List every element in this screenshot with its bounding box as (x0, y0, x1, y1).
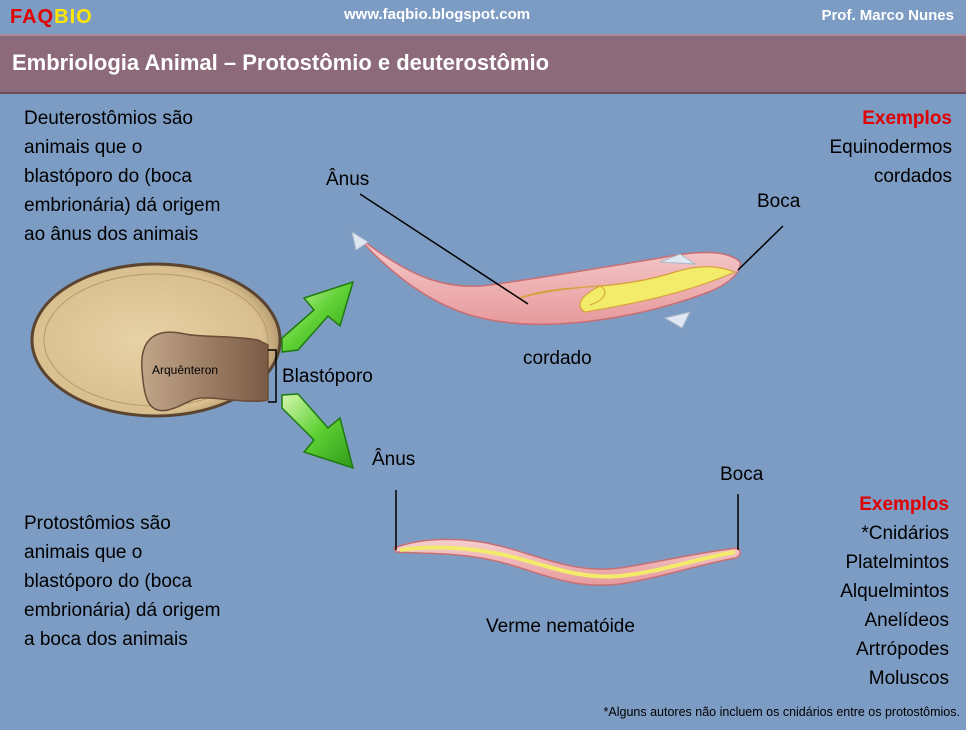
nematode-anus-label: Ânus (372, 449, 416, 470)
archenteron-label: Arquênteron (152, 363, 219, 377)
chordate-anus-label: Ânus (326, 169, 370, 190)
protostome-line: a boca dos animais (24, 629, 188, 650)
protostome-description: Protostômios são animais que o blastópor… (24, 509, 220, 654)
deuterostome-description: Deuterostômios são animais que o blastóp… (24, 104, 220, 249)
page-title: Embriologia Animal – Protostômio e deute… (12, 50, 550, 75)
chordate-drawing (351, 230, 741, 329)
deuterostome-line: Deuterostômios são (24, 108, 193, 129)
deuterostome-line: blastóporo do (boca (24, 166, 192, 187)
chordate-anus-pointer (359, 193, 529, 305)
deuterostome-line: animais que o (24, 137, 143, 158)
deuterostome-line: embrionária) dá origem (24, 195, 221, 216)
chordate-mouth-pointer (737, 225, 784, 271)
top-header: FAQBIO www.faqbio.blogspot.com Prof. Mar… (0, 0, 966, 34)
logo-part-bio: BIO (54, 6, 93, 28)
title-bar: Embriologia Animal – Protostômio e deute… (0, 34, 966, 94)
embryo-gastrula (30, 262, 282, 418)
blastopore-bracket (268, 349, 277, 403)
examples-heading: Exemplos (862, 108, 952, 129)
protostome-line: Protostômios são (24, 513, 171, 534)
example-item: Alquelmintos (840, 581, 949, 602)
example-item: Artrópodes (856, 639, 949, 660)
footnote: *Alguns autores não incluem os cnidários… (603, 705, 960, 719)
site-url: www.faqbio.blogspot.com (344, 6, 531, 23)
chordate-gut (519, 266, 737, 313)
author-name: Prof. Marco Nunes (821, 7, 954, 24)
example-item: Moluscos (868, 668, 949, 689)
protostome-examples: Exemplos *Cnidários Platelmintos Alquelm… (840, 490, 949, 693)
logo-part-faq: FAQ (10, 6, 55, 28)
deuterostome-examples: Exemplos Equinodermos cordados (829, 104, 952, 191)
deuterostome-line: ao ânus dos animais (24, 224, 199, 245)
example-item: cordados (873, 166, 952, 187)
archenteron-cavity (141, 331, 269, 412)
example-item: Equinodermos (829, 137, 952, 158)
chordate-caption: cordado (523, 348, 592, 369)
example-item: *Cnidários (861, 523, 949, 544)
protostome-line: blastóporo do (boca (24, 571, 192, 592)
nematode-caption: Verme nematóide (486, 616, 635, 637)
example-item: Platelmintos (845, 552, 950, 573)
example-item: Anelídeos (864, 610, 949, 631)
nematode-mouth-label: Boca (720, 464, 764, 485)
protostome-line: animais que o (24, 542, 143, 563)
nematode-drawing (392, 538, 741, 586)
faqbio-logo: FAQBIO (10, 6, 93, 29)
protostome-line: embrionária) dá origem (24, 600, 221, 621)
chordate-mouth-label: Boca (757, 191, 801, 212)
arrow-down-right-icon (281, 393, 355, 470)
blastopore-label: Blastóporo (282, 366, 373, 387)
examples-heading: Exemplos (859, 494, 949, 515)
arrow-up-right-icon (281, 280, 355, 353)
